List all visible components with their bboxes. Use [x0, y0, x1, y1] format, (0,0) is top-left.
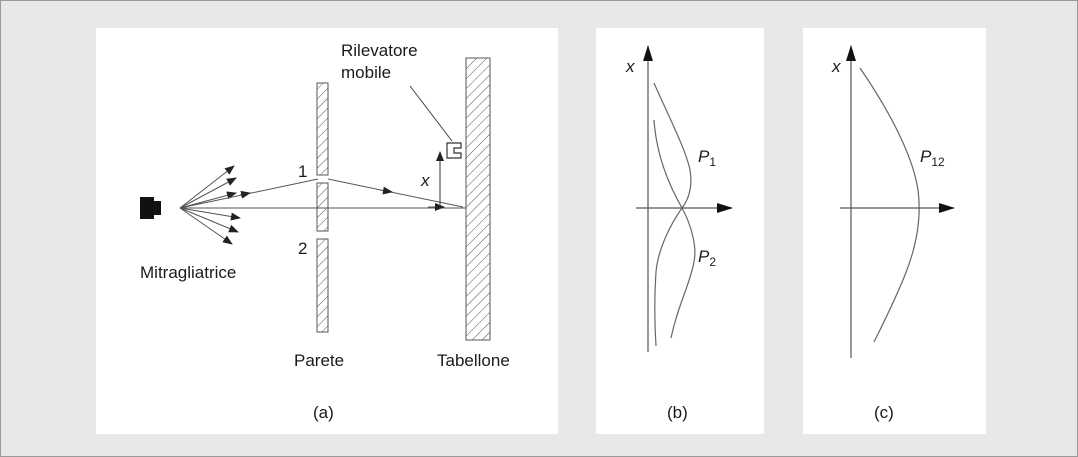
- wall-label: Parete: [294, 351, 344, 370]
- caption-c: (c): [874, 403, 894, 422]
- detector-pointer: [409, 85, 453, 142]
- axis-label-c: x: [831, 57, 841, 76]
- source-label: Mitragliatrice: [140, 263, 236, 282]
- panel-c-drawing: x P12 (c): [831, 45, 955, 422]
- panel-c: [803, 28, 986, 434]
- x-label: x: [420, 171, 430, 190]
- slit-2-label: 2: [298, 239, 307, 258]
- label-p1: P1: [698, 147, 716, 169]
- label-p2: P2: [698, 247, 716, 269]
- caption-a: (a): [313, 403, 334, 422]
- detector-label: Rilevatore: [341, 41, 418, 60]
- panel-b: [596, 28, 764, 434]
- detector-label-2: mobile: [341, 63, 391, 82]
- curve-p12: [859, 67, 920, 343]
- curve-p2: [653, 119, 696, 339]
- label-p12: P12: [920, 147, 945, 169]
- board-tabellone: [465, 57, 491, 341]
- detector-icon: [446, 142, 462, 159]
- panel-a-drawing: Rilevatore mobile 1 2 x Mitragliatrice P…: [140, 41, 510, 422]
- bullet-spray-arrows: [179, 165, 241, 245]
- caption-b: (b): [667, 403, 688, 422]
- panel-b-drawing: x P1 P2 (b): [625, 45, 733, 422]
- gun-icon: [140, 197, 161, 219]
- axis-label-b: x: [625, 57, 635, 76]
- slit-1-label: 1: [298, 162, 307, 181]
- board-label: Tabellone: [437, 351, 510, 370]
- wall-parete: [316, 82, 329, 333]
